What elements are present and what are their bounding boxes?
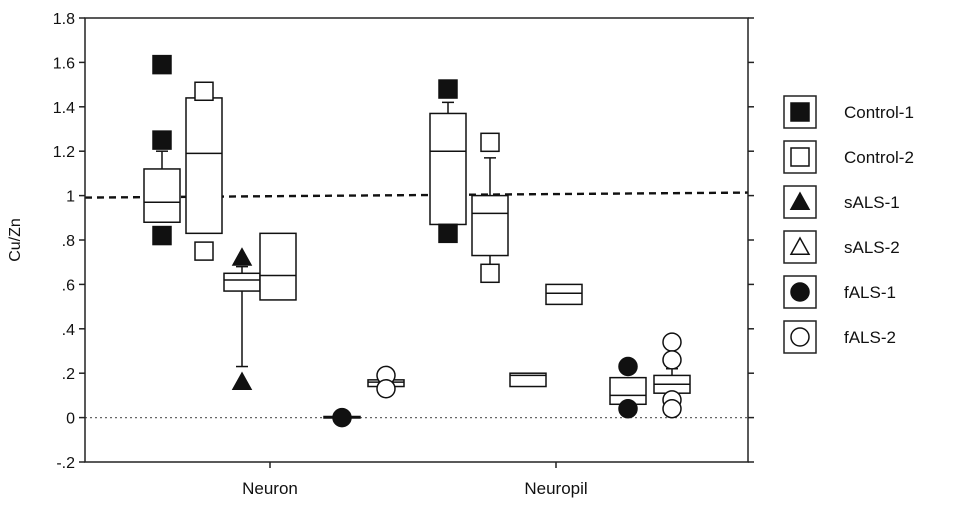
outlier-marker bbox=[662, 350, 682, 370]
outlier-marker bbox=[618, 398, 638, 419]
legend-label: fALS-1 bbox=[844, 283, 896, 302]
reference-lines bbox=[84, 191, 749, 419]
legend-item-fals-2: fALS-2 bbox=[783, 320, 896, 354]
legend-item-sals-1: sALS-1 bbox=[783, 185, 900, 219]
legend-label: sALS-1 bbox=[844, 193, 900, 212]
y-axis-label: Cu/Zn bbox=[7, 218, 24, 262]
legend-item-fals-1: fALS-1 bbox=[783, 275, 896, 309]
outlier-marker bbox=[332, 407, 352, 428]
outlier-marker bbox=[480, 132, 500, 153]
box-control-2-neuron bbox=[185, 81, 223, 261]
y-tick-label: .4 bbox=[62, 322, 75, 339]
outlier-marker bbox=[618, 356, 638, 377]
box-iqr bbox=[223, 272, 261, 292]
legend-label: sALS-2 bbox=[844, 238, 900, 257]
outlier-marker bbox=[152, 54, 172, 75]
box-iqr bbox=[545, 283, 583, 306]
legend-swatch-frame bbox=[783, 95, 817, 129]
outlier-marker bbox=[152, 130, 172, 150]
legend-item-sals-2: sALS-2 bbox=[783, 230, 900, 264]
outlier-marker bbox=[152, 225, 172, 246]
reference-line-dashed bbox=[84, 191, 749, 199]
outlier-marker bbox=[662, 332, 682, 352]
legend-item-control-2: Control-2 bbox=[783, 140, 914, 174]
legend-item-control-1: Control-1 bbox=[783, 95, 914, 129]
box-iqr bbox=[143, 168, 181, 223]
y-tick-label: 1.2 bbox=[53, 144, 75, 161]
box-iqr bbox=[509, 372, 547, 388]
legend-swatch-frame bbox=[783, 140, 817, 174]
box-sals-2-neuropil bbox=[545, 283, 583, 306]
box-control-1-neuropil bbox=[429, 79, 467, 244]
outlier-marker bbox=[231, 371, 253, 391]
y-axis: 1.81.61.41.21.8.6.4.20-.2 bbox=[53, 11, 754, 472]
box-sals-2-neuron bbox=[259, 232, 297, 301]
y-tick-label: .2 bbox=[62, 366, 75, 383]
legend-label: Control-2 bbox=[844, 148, 914, 167]
box-fals-2-neuropil bbox=[653, 332, 691, 419]
x-tick-label: Neuropil bbox=[524, 479, 587, 498]
y-tick-label: 1.6 bbox=[53, 55, 75, 72]
box-series bbox=[143, 54, 691, 428]
x-axis: Neuron Neuropil bbox=[242, 462, 588, 498]
box-iqr bbox=[429, 112, 467, 226]
outlier-marker bbox=[662, 398, 682, 419]
y-tick-label: 0 bbox=[66, 411, 75, 428]
x-tick-label: Neuron bbox=[242, 479, 298, 498]
plot-area-frame bbox=[84, 17, 749, 463]
outlier-marker bbox=[231, 247, 253, 266]
y-tick-label: 1 bbox=[66, 189, 75, 206]
box-fals-2-neuron bbox=[367, 365, 405, 399]
outlier-marker bbox=[376, 378, 396, 399]
y-tick-label: 1.8 bbox=[53, 11, 75, 28]
outlier-marker bbox=[438, 223, 458, 244]
legend-marker bbox=[790, 147, 810, 167]
outlier-marker bbox=[438, 79, 458, 99]
box-fals-1-neuropil bbox=[609, 356, 647, 419]
legend-label: Control-1 bbox=[844, 103, 914, 122]
legend-label: fALS-2 bbox=[844, 328, 896, 347]
box-control-1-neuron bbox=[143, 54, 181, 246]
box-iqr bbox=[259, 232, 297, 301]
legend-marker bbox=[790, 282, 810, 302]
legend-marker bbox=[789, 236, 811, 255]
y-tick-label: 1.4 bbox=[53, 100, 75, 117]
outlier-marker bbox=[194, 241, 214, 261]
legend-marker bbox=[789, 191, 811, 210]
y-tick-label: -.2 bbox=[56, 455, 75, 472]
y-tick-label: .8 bbox=[62, 233, 75, 250]
y-tick-label: .6 bbox=[62, 277, 75, 294]
box-iqr bbox=[185, 97, 223, 235]
box-sals-1-neuropil bbox=[509, 372, 547, 388]
box-control-2-neuropil bbox=[471, 132, 509, 284]
box-sals-1-neuron bbox=[223, 247, 261, 391]
box-fals-1-neuron bbox=[323, 407, 361, 428]
legend-marker bbox=[790, 327, 810, 347]
outlier-marker bbox=[194, 81, 214, 102]
box-iqr bbox=[471, 194, 509, 257]
outlier-marker bbox=[480, 263, 500, 284]
legend-marker bbox=[790, 102, 810, 122]
